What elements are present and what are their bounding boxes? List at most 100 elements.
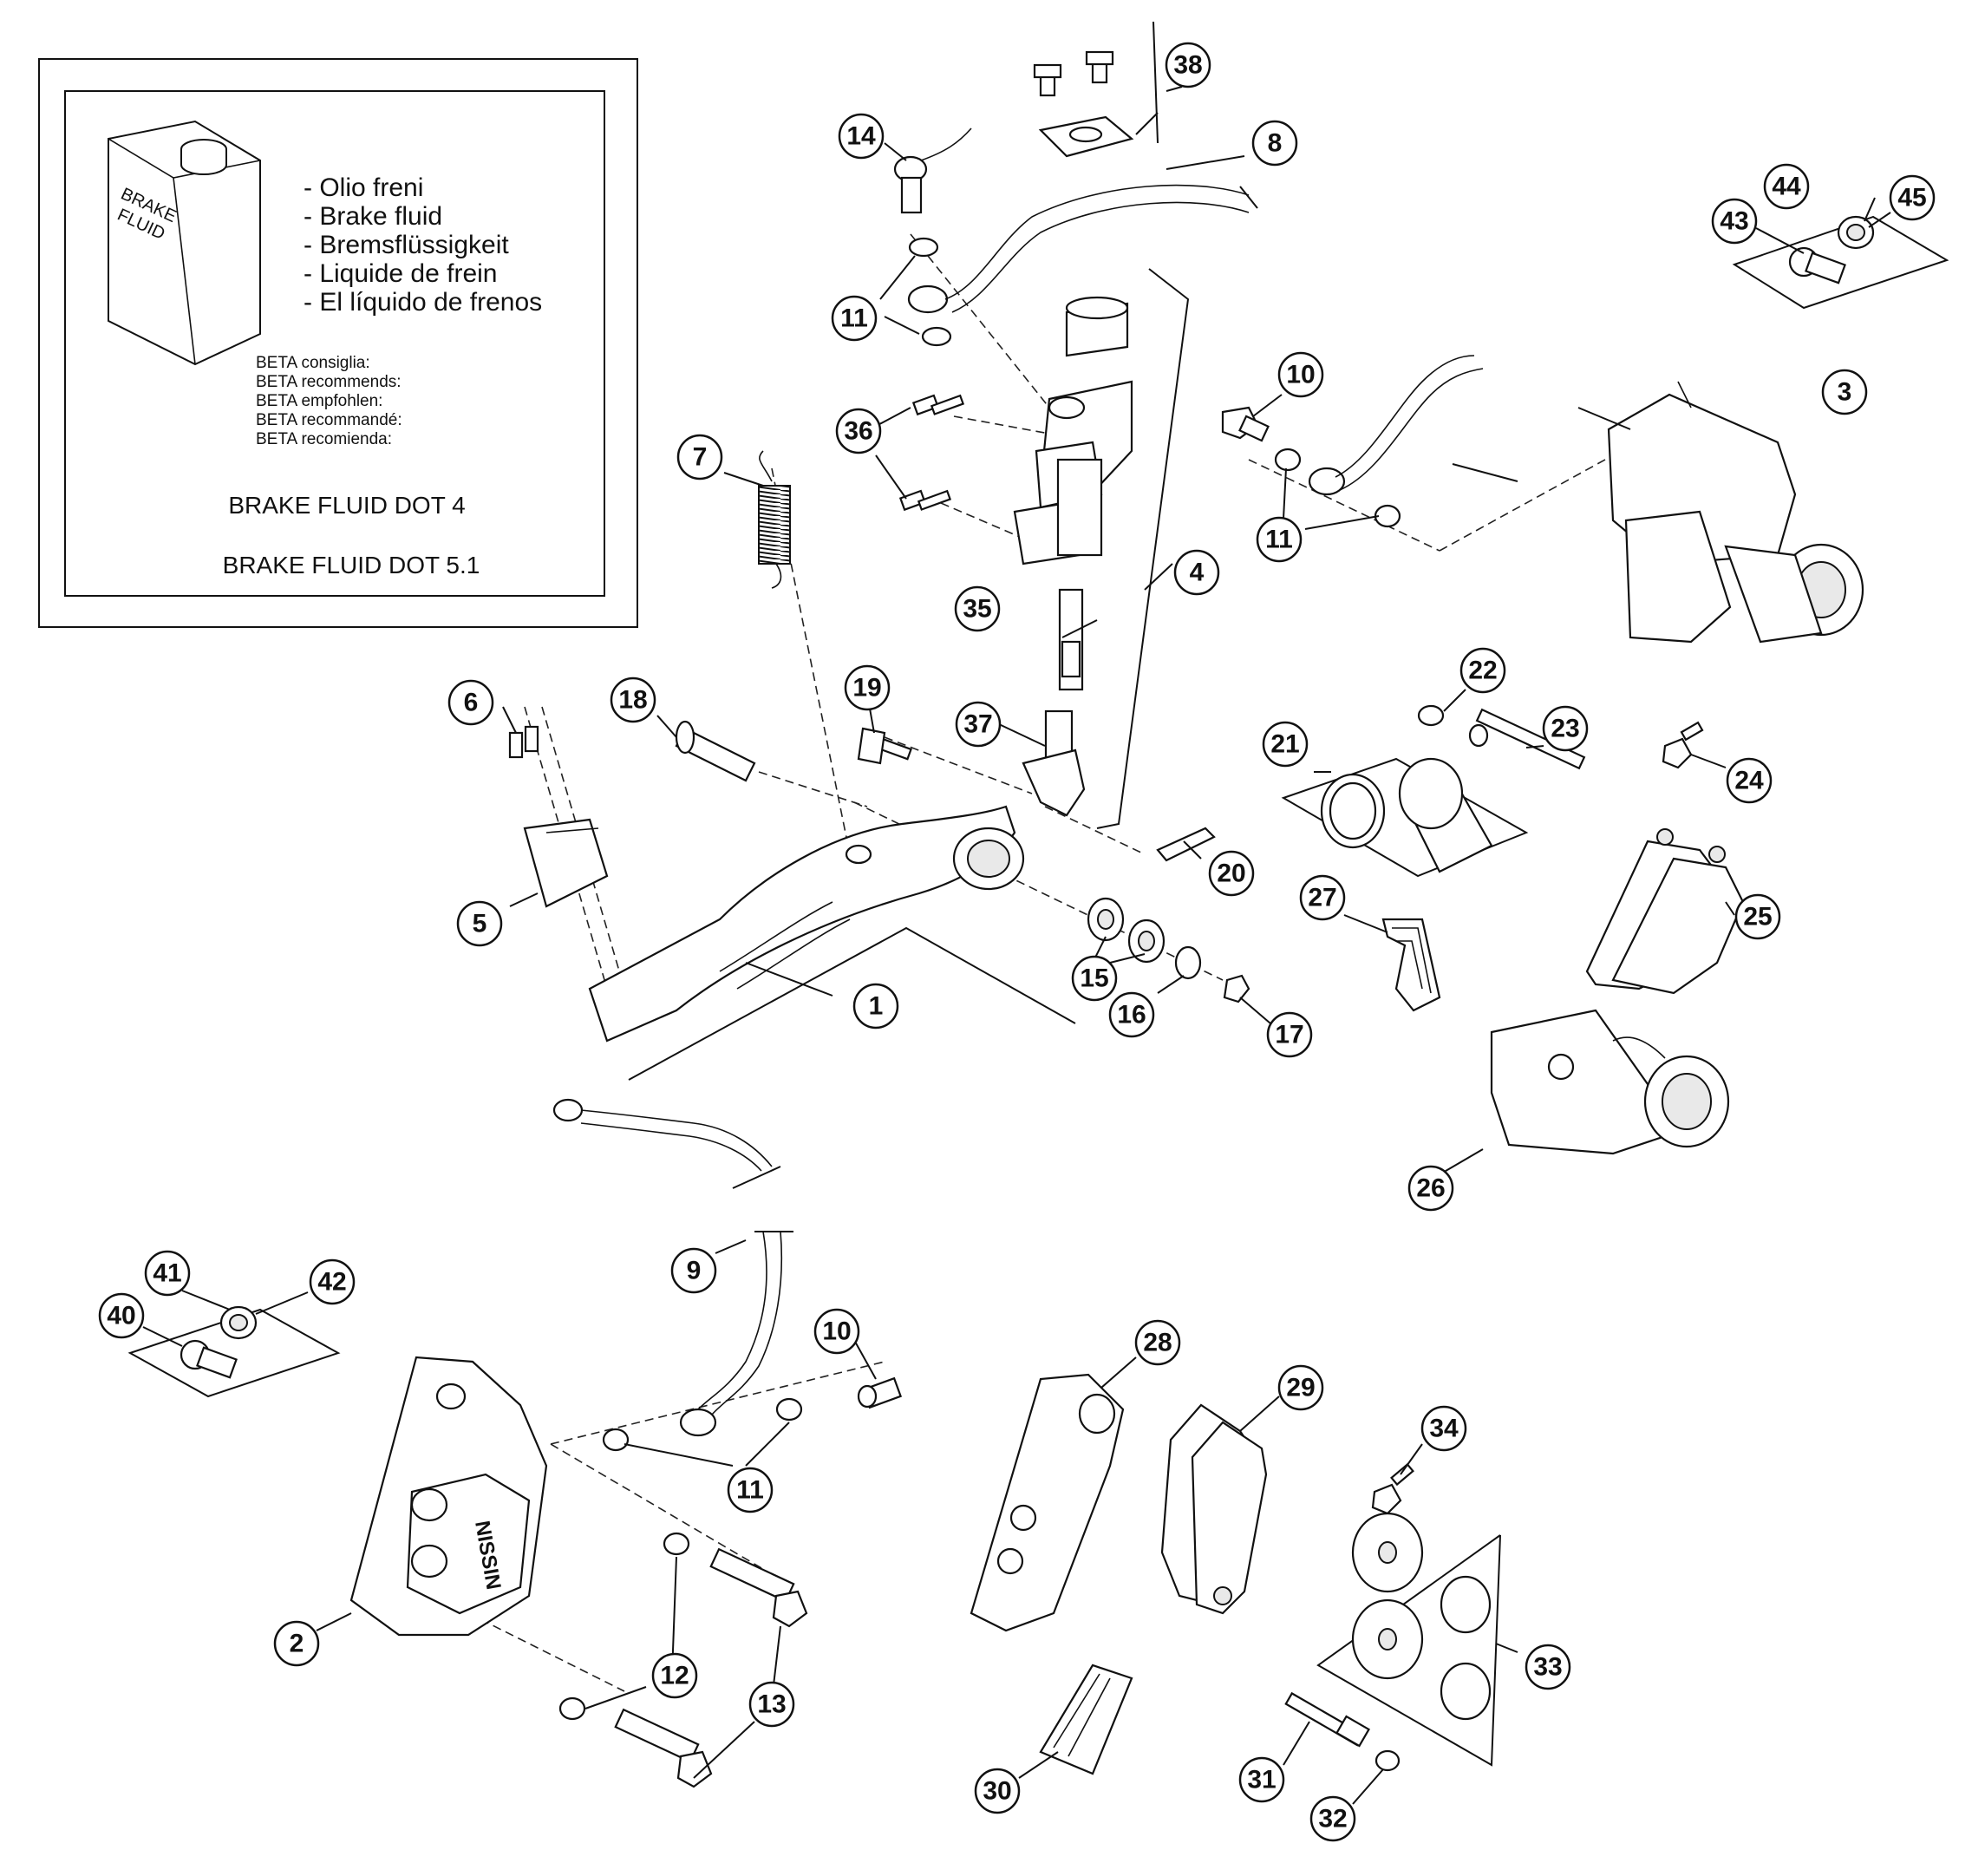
brake-fluid-dot4: BRAKE FLUID DOT 4 [228,492,465,519]
svg-text:29: 29 [1286,1374,1315,1402]
callout-40: 40 [98,1292,145,1339]
svg-text:43: 43 [1720,207,1748,236]
pushrod-35 [1058,588,1084,691]
callout-18: 18 [610,677,656,723]
brake-fluid-dot51: BRAKE FLUID DOT 5.1 [223,552,480,578]
master-cylinder-cap-plate [1033,50,1134,158]
brake-fluid-legend: BRAKE FLUID - Olio freni - Brake fluid -… [38,58,638,628]
callout-11-bottom: 11 [727,1467,774,1513]
bolts-13 [614,1547,808,1788]
svg-text:45: 45 [1897,184,1926,212]
svg-text:11: 11 [840,304,868,333]
bearings-15 [1087,897,1166,964]
svg-text:17: 17 [1275,1021,1303,1049]
recommends-es: BETA recomienda: [256,430,392,448]
svg-text:2: 2 [290,1630,304,1658]
svg-text:25: 25 [1743,903,1772,931]
svg-text:20: 20 [1217,860,1245,888]
svg-text:16: 16 [1117,1001,1146,1030]
svg-text:42: 42 [317,1268,346,1297]
pistons-33 [1351,1512,1492,1721]
callout-22: 22 [1459,647,1506,694]
svg-text:32: 32 [1318,1805,1347,1834]
clevis-pin-19 [857,727,912,765]
plug-32 [1374,1749,1401,1772]
bleeder-24 [1662,721,1704,769]
svg-text:23: 23 [1551,715,1579,743]
washer-16 [1174,945,1202,980]
brake-hose-8 [944,184,1258,313]
svg-text:7: 7 [693,443,708,472]
bleeder-cap-41 [219,1305,258,1340]
banjo-fitting-14 [893,127,972,347]
recommends-it: BETA consiglia: [256,354,370,372]
caliper-bracket-26 [1490,1009,1730,1155]
svg-text:13: 13 [757,1690,786,1719]
callout-10-lower: 10 [813,1308,860,1355]
rear-caliper-3 [1607,381,1864,644]
svg-text:41: 41 [153,1259,181,1288]
bleeder-40 [180,1339,238,1379]
banjo-bolt-10-lower [602,1376,903,1452]
svg-text:33: 33 [1533,1653,1562,1682]
callout-31: 31 [1238,1756,1285,1803]
fluid-name-en: - Brake fluid [304,202,442,231]
svg-text:10: 10 [1286,361,1315,389]
pad-pin-31 [1284,1691,1370,1748]
pad-spring-30 [1039,1664,1133,1775]
fluid-name-es: - El líquido de frenos [304,288,542,317]
svg-text:8: 8 [1268,129,1283,158]
svg-text:4: 4 [1190,559,1205,587]
bleeder-cap-44 [1837,215,1875,250]
svg-text:35: 35 [963,595,991,624]
svg-text:22: 22 [1468,657,1497,685]
brake-pedal-1 [588,805,1025,1043]
pad-spring-27 [1381,918,1441,1012]
fluid-name-de: - Bremsflüssigkeit [304,231,509,259]
front-caliper-2: NISSIN [349,1356,548,1637]
svg-text:34: 34 [1429,1415,1459,1443]
brake-hose-9 [552,1098,793,1437]
pedal-tip-5 [523,818,609,908]
callout-36: 36 [835,408,882,454]
svg-text:11: 11 [736,1476,764,1505]
svg-text:19: 19 [852,674,881,703]
callout-2: 2 [273,1620,320,1667]
washers-12 [558,1532,690,1721]
bolts-36 [898,394,965,512]
callout-5: 5 [456,900,503,947]
callout-45: 45 [1889,174,1936,221]
callout-23: 23 [1542,705,1589,752]
callout-16: 16 [1108,991,1155,1038]
fluid-name-fr: - Liquide de frein [304,259,497,288]
master-cylinder-4 [1013,296,1133,565]
bleeder-43 [1788,246,1846,284]
brake-pads-29 [1160,1403,1268,1615]
group-brackets [127,21,1949,1767]
callout-12: 12 [651,1652,698,1699]
banjo-bolt-10-upper [1221,355,1484,528]
svg-text:26: 26 [1416,1174,1445,1203]
svg-text:31: 31 [1247,1766,1276,1794]
svg-text:30: 30 [983,1777,1011,1806]
callout-27: 27 [1299,874,1346,921]
svg-text:9: 9 [687,1257,702,1285]
callout-9: 9 [670,1247,717,1294]
svg-text:5: 5 [473,910,487,938]
clevis-37 [1022,709,1086,817]
brake-fluid-can-icon: BRAKE FLUID [108,120,261,366]
svg-text:15: 15 [1080,964,1108,993]
callout-1: 1 [852,983,899,1030]
recommends-de: BETA empfohlen: [256,392,382,410]
callout-33: 33 [1525,1644,1571,1690]
callout-35: 35 [954,585,1001,632]
recommends-en: BETA recommends: [256,373,402,391]
svg-text:38: 38 [1173,51,1202,80]
callout-41: 41 [144,1250,191,1297]
callout-11-top: 11 [831,295,878,342]
callout-4: 4 [1173,549,1220,596]
bleeder-34 [1371,1462,1414,1515]
pivot-bolt-18 [675,720,756,782]
callout-10-upper: 10 [1277,351,1324,398]
